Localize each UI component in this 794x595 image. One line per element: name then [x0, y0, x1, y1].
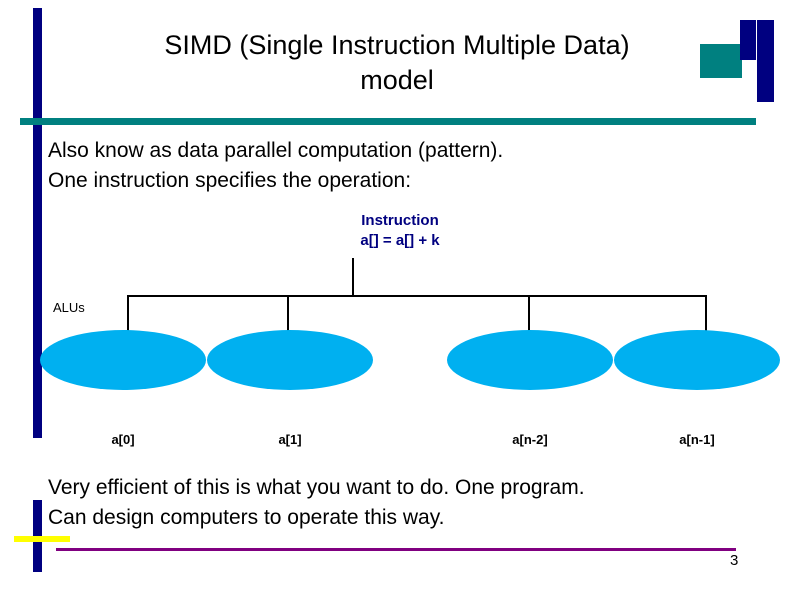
alu-shape-2 [447, 330, 613, 390]
decorative-left-vertical-bar [33, 8, 42, 438]
alus-label: ALUs [53, 300, 85, 315]
intro-text: Also know as data parallel computation (… [48, 136, 503, 196]
instruction-bus-stem [352, 258, 354, 296]
alu-label-2: a[n-2] [512, 432, 548, 447]
intro-line-1: Also know as data parallel computation (… [48, 139, 504, 162]
decorative-yellow-bar [14, 536, 70, 542]
outro-text: Very efficient of this is what you want … [48, 473, 585, 534]
alu-label-0: a[0] [111, 432, 135, 447]
page-title-line-1: SIMD (Single Instruction Multiple Data) [164, 30, 630, 60]
instruction-expression: a[] = a[] + k [360, 232, 440, 250]
alu-shape-1 [207, 330, 373, 390]
page-title: SIMD (Single Instruction Multiple Data) … [40, 28, 754, 97]
decorative-navy-block-small [740, 20, 756, 60]
instruction-block: Instruction a[] = a[] + k [290, 211, 510, 252]
page-number: 3 [730, 552, 739, 569]
outro-line-1: Very efficient of this is what you want … [48, 476, 585, 499]
bus-drop-1 [127, 295, 129, 331]
outro-line-2: Can design computers to operate this way… [48, 506, 445, 530]
alu-shape-0 [40, 330, 206, 390]
decorative-teal-block [700, 44, 742, 78]
bus-drop-2 [287, 295, 289, 331]
alu-shape-3 [614, 330, 780, 390]
decorative-purple-rule [56, 548, 736, 551]
page-title-line-2: model [360, 64, 434, 95]
alu-label-1: a[1] [278, 432, 302, 447]
bus-drop-3 [528, 295, 530, 331]
decorative-navy-block-tall [757, 20, 774, 102]
bus-drop-4 [705, 295, 707, 331]
alu-label-3: a[n-1] [679, 432, 715, 447]
instruction-title: Instruction [361, 212, 439, 229]
intro-line-2: One instruction specifies the operation: [48, 168, 412, 192]
instruction-bus-horizontal [127, 295, 706, 297]
title-underline [20, 118, 756, 125]
